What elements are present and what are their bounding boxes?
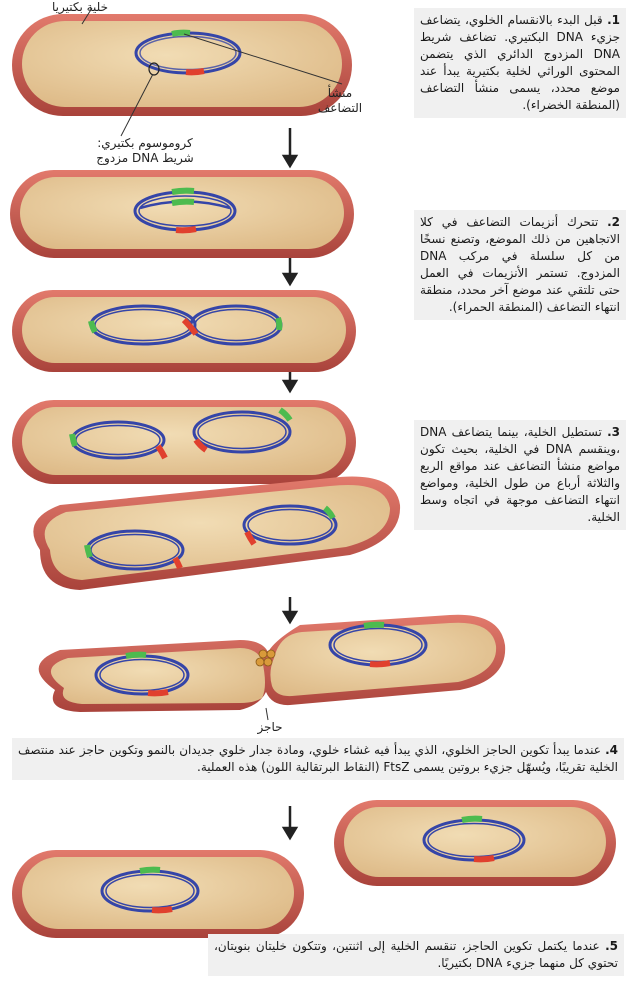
terminus-mark bbox=[370, 663, 390, 664]
origin-mark bbox=[172, 191, 194, 192]
origin-mark bbox=[172, 202, 194, 203]
cell-stage-6 bbox=[39, 615, 506, 720]
step-text: تتحرك أنزيمات التضاعف في كلا الاتجاهين م… bbox=[420, 215, 620, 314]
cell-stage-4 bbox=[12, 400, 356, 484]
step-number: 1. bbox=[607, 13, 620, 27]
step-4: 4. عندما يبدأ تكوين الحاجز الخلوي، الذي … bbox=[12, 738, 624, 780]
origin-mark bbox=[278, 318, 279, 330]
step-1: 1. قبل البدء بالانقسام الخلوي، يتضاعف جز… bbox=[414, 8, 626, 118]
step-number: 3. bbox=[607, 425, 620, 439]
step-3: 3. تستطيل الخلية، بينما يتضاعف DNA ،وينق… bbox=[414, 420, 626, 530]
origin-mark bbox=[72, 434, 75, 446]
origin-mark bbox=[91, 321, 95, 332]
cell-stage-3 bbox=[12, 290, 356, 372]
step-5: 5. عندما يكتمل تكوين الحاجز، تنقسم الخلي… bbox=[208, 934, 624, 976]
terminus-mark bbox=[176, 229, 196, 230]
cell-stage-2 bbox=[10, 170, 354, 258]
origin-mark bbox=[462, 819, 482, 820]
step-text: قبل البدء بالانقسام الخلوي، يتضاعف جزيء … bbox=[420, 13, 620, 112]
step-number: 2. bbox=[607, 215, 620, 229]
daughter-cell-left bbox=[12, 850, 304, 938]
step-number: 5. bbox=[605, 939, 618, 953]
step-2: 2. تتحرك أنزيمات التضاعف في كلا الاتجاهي… bbox=[414, 210, 626, 320]
daughter-cell-right bbox=[334, 800, 616, 886]
cell-stage-5 bbox=[33, 477, 400, 590]
chromosome-label: كروموسوم بكتيري: شريط DNA مزدوج bbox=[80, 136, 210, 166]
terminus-mark bbox=[186, 71, 204, 72]
terminus-mark bbox=[148, 692, 168, 693]
origin-mark bbox=[140, 870, 160, 871]
origin-mark bbox=[87, 545, 90, 557]
origin-mark bbox=[364, 625, 384, 626]
origin-mark bbox=[172, 33, 190, 34]
step-number: 4. bbox=[605, 743, 618, 757]
step-text: تستطيل الخلية، بينما يتضاعف DNA ،وينقسم … bbox=[420, 425, 620, 524]
terminus-mark bbox=[152, 909, 172, 910]
terminus-mark bbox=[474, 858, 494, 859]
origin-label: منشأ التضاعف bbox=[300, 86, 380, 116]
step-text: عندما يبدأ تكوين الحاجز الخلوي، الذي يبد… bbox=[18, 743, 618, 774]
step-text: عندما يكتمل تكوين الحاجز، تنقسم الخلية إ… bbox=[214, 939, 618, 970]
cell-label: خلية بكتيريا bbox=[30, 0, 130, 15]
septum-label: حاجز bbox=[240, 720, 300, 735]
origin-mark bbox=[126, 655, 146, 656]
